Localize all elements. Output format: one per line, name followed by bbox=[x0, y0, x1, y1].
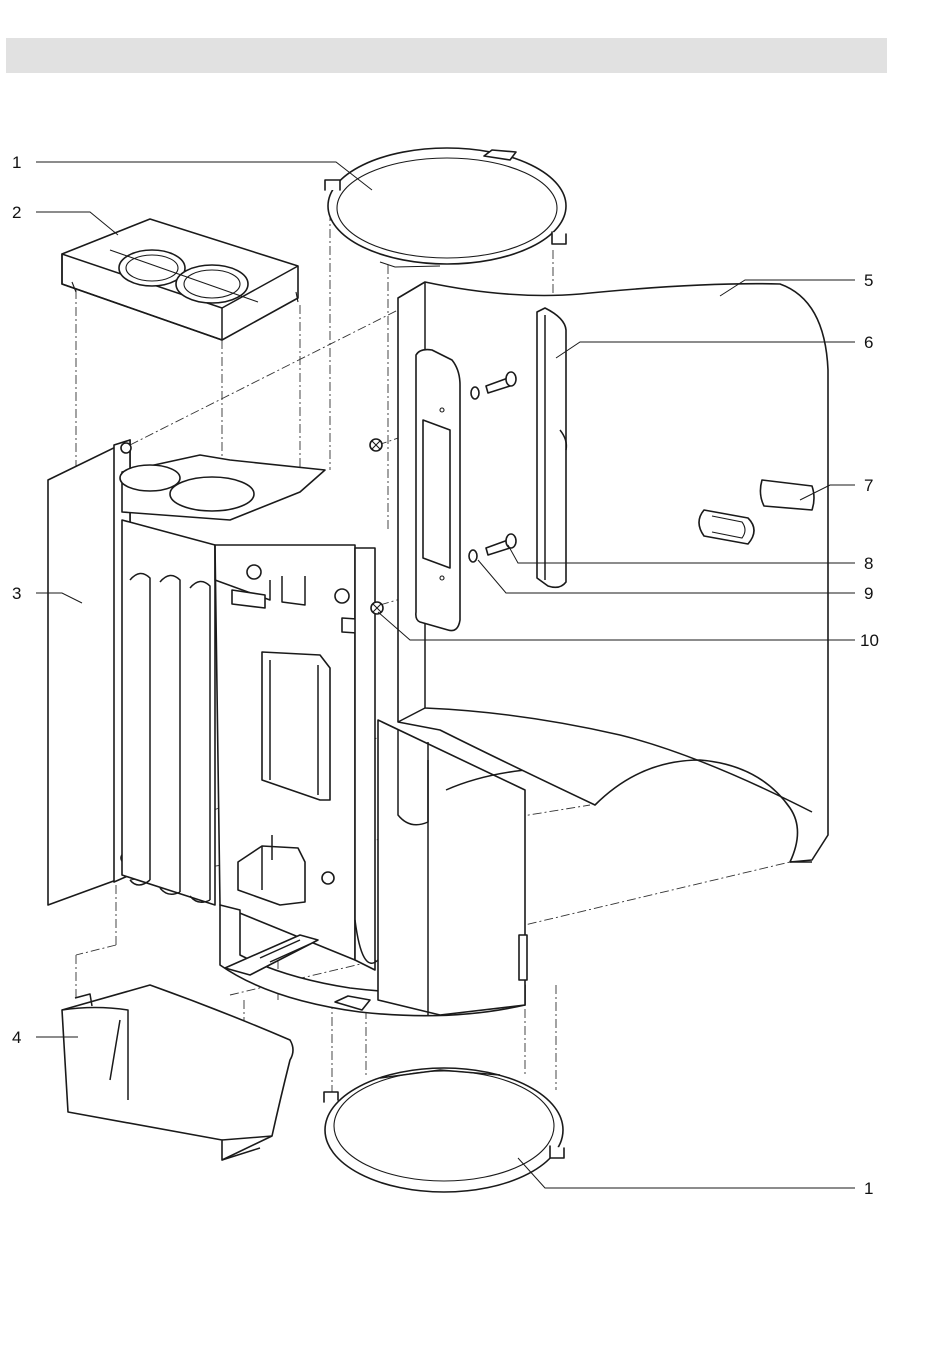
callout-3: 3 bbox=[12, 584, 21, 603]
callout-2: 2 bbox=[12, 203, 21, 222]
trim-strip-part bbox=[537, 308, 566, 587]
callout-4: 4 bbox=[12, 1028, 21, 1047]
callout-10: 10 bbox=[860, 631, 879, 650]
top-cover-plate-part bbox=[62, 219, 298, 340]
drip-tray-cover-part bbox=[62, 985, 293, 1160]
callout-7: 7 bbox=[864, 476, 873, 495]
callout-6: 6 bbox=[864, 333, 873, 352]
callout-5: 5 bbox=[864, 271, 873, 290]
callout-8: 8 bbox=[864, 554, 873, 573]
callout-1-top: 1 bbox=[12, 153, 21, 172]
bottom-lid-part bbox=[324, 1068, 564, 1192]
top-lid-part bbox=[325, 148, 566, 267]
callout-9: 9 bbox=[864, 584, 873, 603]
callout-1-bottom: 1 bbox=[864, 1179, 873, 1198]
central-frame-part bbox=[215, 545, 378, 970]
